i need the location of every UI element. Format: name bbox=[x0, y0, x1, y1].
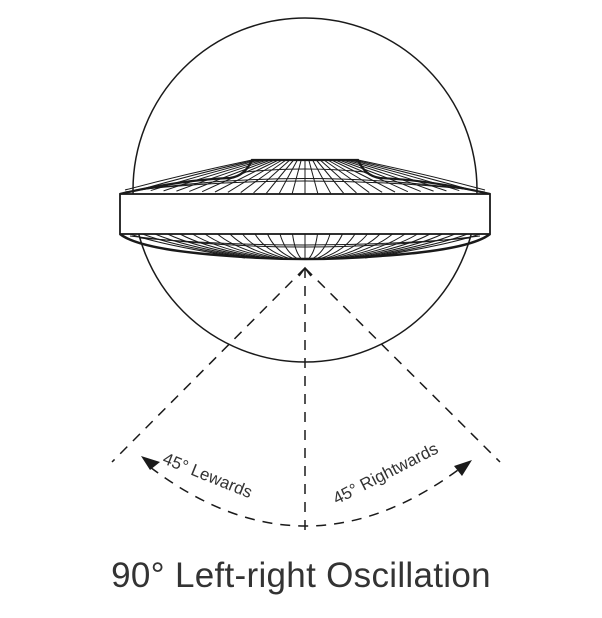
grille-spoke bbox=[279, 233, 297, 259]
grille-spoke bbox=[330, 233, 381, 259]
right-limit-line bbox=[304, 267, 501, 463]
grille-spoke bbox=[267, 233, 293, 259]
grille-spoke bbox=[253, 159, 291, 194]
grille-spoke bbox=[334, 233, 393, 259]
grille-spoke bbox=[227, 159, 283, 193]
grille-spoke bbox=[317, 233, 343, 259]
grille-spoke bbox=[327, 159, 383, 193]
grille-spoke bbox=[312, 159, 332, 194]
grille-spoke bbox=[350, 159, 460, 192]
grille-spoke bbox=[254, 233, 289, 259]
pivot-arrow-icon bbox=[298, 266, 312, 277]
grille-spoke bbox=[266, 159, 295, 194]
grille-lower-outline bbox=[119, 232, 491, 261]
fan-grille bbox=[119, 158, 491, 261]
grille-spoke bbox=[343, 233, 418, 259]
grille-spoke bbox=[167, 233, 258, 259]
grille-spoke bbox=[313, 233, 331, 259]
grille-spoke bbox=[214, 159, 279, 193]
grille-spoke bbox=[360, 233, 468, 259]
grille-spoke bbox=[137, 159, 256, 191]
grille-spoke bbox=[142, 233, 250, 259]
grille-spoke bbox=[201, 159, 275, 193]
grille-spoke bbox=[354, 159, 473, 191]
grille-spoke bbox=[278, 159, 298, 194]
grille-spoke bbox=[346, 159, 447, 192]
fan-band bbox=[119, 193, 491, 235]
diagram-title: 90° Left-right Oscillation bbox=[111, 556, 491, 595]
grille-spoke bbox=[291, 159, 302, 194]
oscillation-arc bbox=[149, 466, 463, 527]
right-arrow-icon bbox=[454, 460, 472, 476]
grille-spoke bbox=[315, 159, 344, 194]
grille-spoke bbox=[347, 233, 431, 259]
grille-spoke bbox=[356, 233, 456, 259]
grille-spoke bbox=[335, 159, 409, 193]
grille-spoke bbox=[192, 233, 267, 259]
grille-spoke bbox=[364, 233, 481, 259]
grille-spoke bbox=[179, 233, 263, 259]
grille-spoke bbox=[308, 159, 319, 194]
grille-spoke bbox=[338, 159, 421, 192]
grille-spoke bbox=[323, 159, 370, 193]
grille-spoke bbox=[217, 233, 276, 259]
grille-spoke bbox=[240, 159, 287, 193]
grille-spoke bbox=[176, 159, 268, 192]
grille-spoke bbox=[150, 159, 260, 192]
grille-spoke bbox=[163, 159, 264, 192]
grille-spoke bbox=[292, 233, 302, 259]
grille-spoke bbox=[321, 233, 356, 259]
grille-spoke bbox=[357, 159, 486, 191]
grille-spoke bbox=[342, 159, 434, 192]
grille-spoke bbox=[339, 233, 406, 259]
grille-spoke bbox=[308, 233, 318, 259]
left-arrow-icon bbox=[141, 456, 160, 470]
oscillation-guides bbox=[111, 267, 501, 530]
grille-spoke bbox=[129, 233, 246, 259]
grille-spoke bbox=[189, 159, 272, 192]
grille-spoke bbox=[242, 233, 284, 259]
grille-spoke bbox=[352, 233, 443, 259]
grille-spoke bbox=[326, 233, 368, 259]
grille-spoke bbox=[204, 233, 271, 259]
left-limit-line bbox=[111, 267, 306, 463]
grille-spoke bbox=[319, 159, 357, 194]
grille-spoke bbox=[154, 233, 254, 259]
grille-spoke bbox=[124, 159, 253, 191]
grille-spoke bbox=[229, 233, 280, 259]
grille-spoke bbox=[331, 159, 396, 193]
